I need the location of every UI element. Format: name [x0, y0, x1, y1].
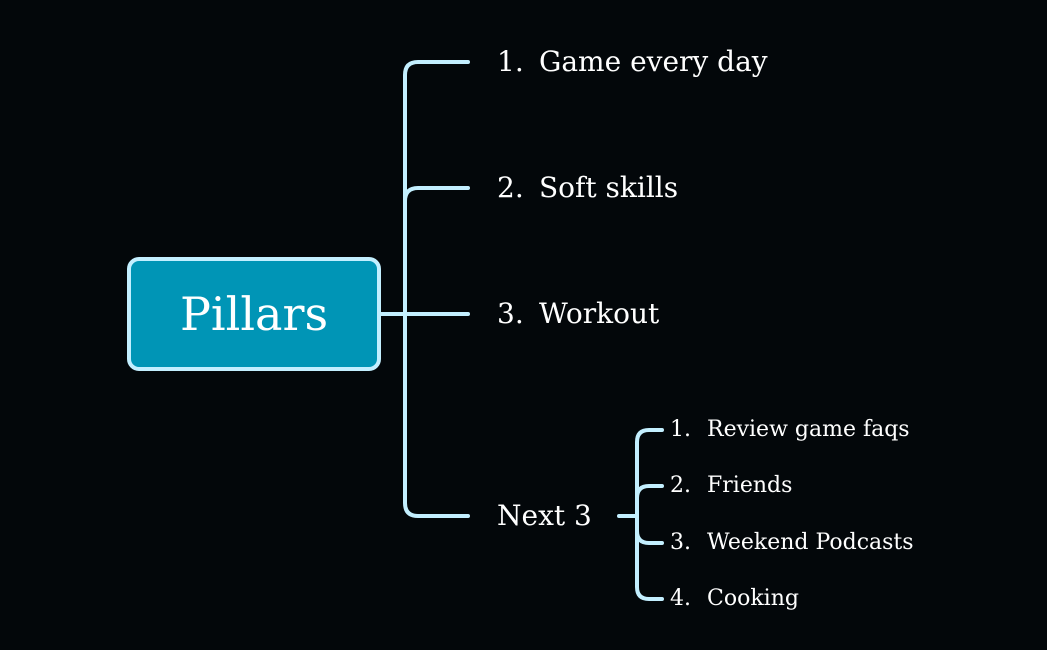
root-label: Pillars: [179, 287, 329, 341]
sub-branch-label: Review game faqs: [707, 417, 910, 442]
branch-label: Workout: [539, 297, 660, 330]
sub-branch-label: Friends: [707, 473, 793, 498]
branch-next-3: Next 3: [497, 499, 592, 533]
sub-branch-cooking: 4. Cooking: [670, 585, 799, 613]
root-node-pillars: Pillars: [127, 257, 381, 371]
branch-workout: 3. Workout: [497, 297, 659, 331]
sub-branch-number: 4.: [670, 586, 691, 611]
branch-game-every-day: 1. Game every day: [497, 45, 768, 79]
sub-branch-review-game-faqs: 1. Review game faqs: [670, 416, 910, 444]
sub-branch-label: Weekend Podcasts: [707, 530, 914, 555]
branch-soft-skills: 2. Soft skills: [497, 171, 678, 205]
connector-sub-2: [635, 484, 664, 500]
connector-branch-1: [403, 60, 470, 316]
sub-branch-weekend-podcasts: 3. Weekend Podcasts: [670, 529, 914, 557]
branch-number: 3.: [497, 297, 524, 330]
sub-branch-label: Cooking: [707, 586, 799, 611]
sub-branch-number: 1.: [670, 417, 691, 442]
branch-number: 2.: [497, 171, 524, 204]
sub-branch-friends: 2. Friends: [670, 472, 792, 500]
branch-label: Next 3: [497, 499, 592, 532]
sub-branch-number: 3.: [670, 530, 691, 555]
connector-branch-2: [403, 186, 470, 203]
branch-label: Soft skills: [539, 171, 679, 204]
branch-label: Game every day: [539, 45, 768, 78]
connector-branch-4: [403, 312, 470, 518]
branch-number: 1.: [497, 45, 524, 78]
connector-sub-3: [635, 529, 664, 545]
connector-sub-1: [635, 428, 664, 601]
sub-branch-number: 2.: [670, 473, 691, 498]
